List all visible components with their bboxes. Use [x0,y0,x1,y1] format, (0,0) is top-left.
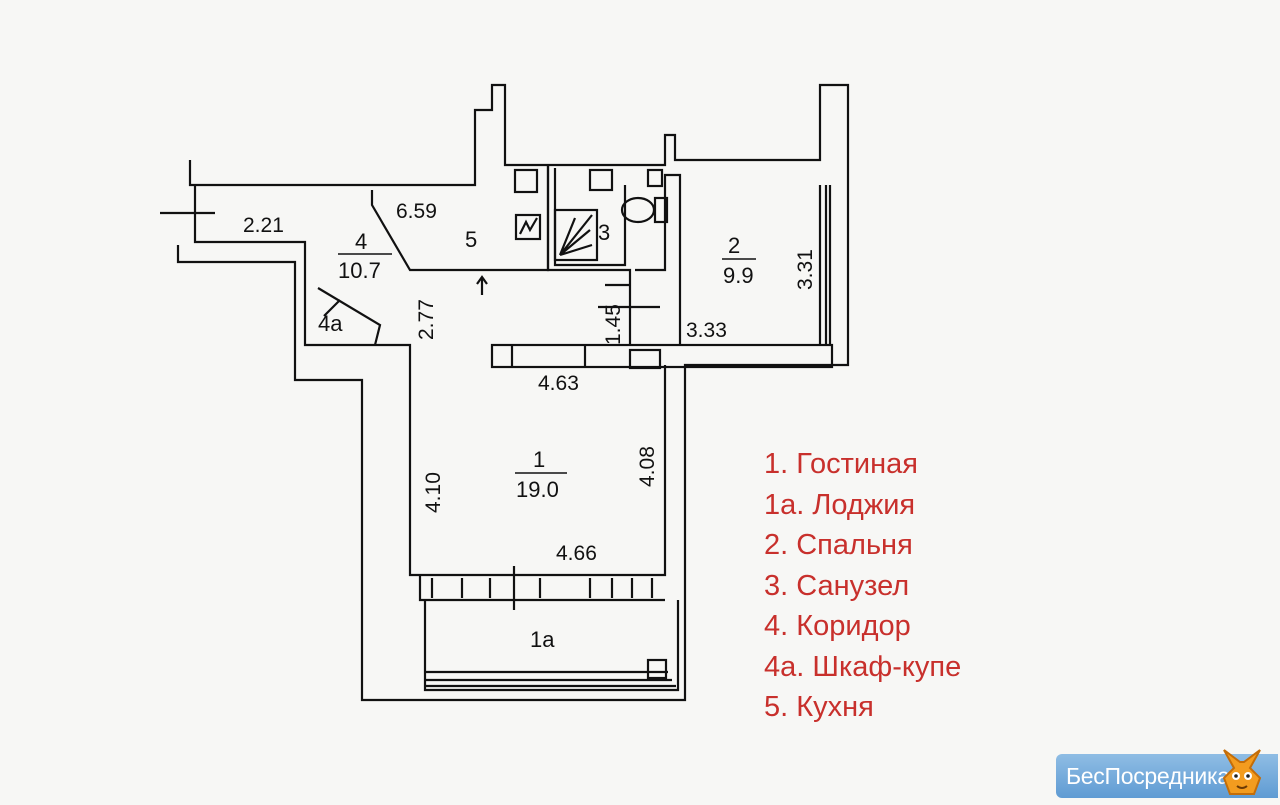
toilet-tank-icon [653,196,669,224]
legend-item: 1. Гостиная [764,448,918,480]
room-number: 4а [318,311,343,336]
dim-label: 4.66 [556,542,597,565]
divider-beam [490,343,834,369]
dim-label: 1.45 [602,304,625,345]
dim-label: 6.59 [396,200,437,223]
room-area: 19.0 [516,477,559,502]
loggia-wall [418,575,665,602]
legend-item: 4. Коридор [764,610,911,642]
inner-wall [193,185,667,577]
toilet-icon [620,196,656,224]
bedroom-window [818,185,832,345]
room-number: 1а [530,627,555,652]
sink-icon [646,168,664,188]
room-area: 10.7 [338,258,381,283]
dim-label: 2.77 [415,299,438,340]
loggia-railing [425,670,676,688]
stove-icon [514,213,542,241]
dim-label: 4.08 [636,446,659,487]
room-number: 2 [728,233,740,258]
legend-item: 5. Кухня [764,691,874,723]
dim-label: 2.21 [243,214,284,237]
outer-wall [176,83,850,702]
shower-icon [553,208,599,262]
room-number: 4 [355,229,367,254]
sink-icon [588,168,614,192]
dim-label: 3.33 [686,319,727,342]
loggia-outline [423,600,680,692]
loggia-column [646,658,668,680]
dim-label: 4.10 [422,472,445,513]
legend-item: 4а. Шкаф-купе [764,650,962,683]
legend-item: 2. Спальня [764,529,913,561]
room-legend: 1. Гостиная 1а. Лоджия 2. Спальня 3. Сан… [764,444,961,728]
room-area: 9.9 [723,263,754,288]
room-number: 1 [533,447,545,472]
room-number: 5 [465,227,477,252]
legend-item: 3. Санузел [764,569,910,602]
door-frame [628,348,662,370]
entrance-arrow [476,275,488,295]
legend-item: 1а. Лоджия [764,488,916,521]
sink-icon [513,168,539,194]
bedroom-wall [635,173,682,345]
room-number: 3 [598,220,610,245]
cat-logo-icon [1222,749,1262,795]
dim-label: 3.31 [794,249,817,290]
dim-label: 4.63 [538,372,579,395]
